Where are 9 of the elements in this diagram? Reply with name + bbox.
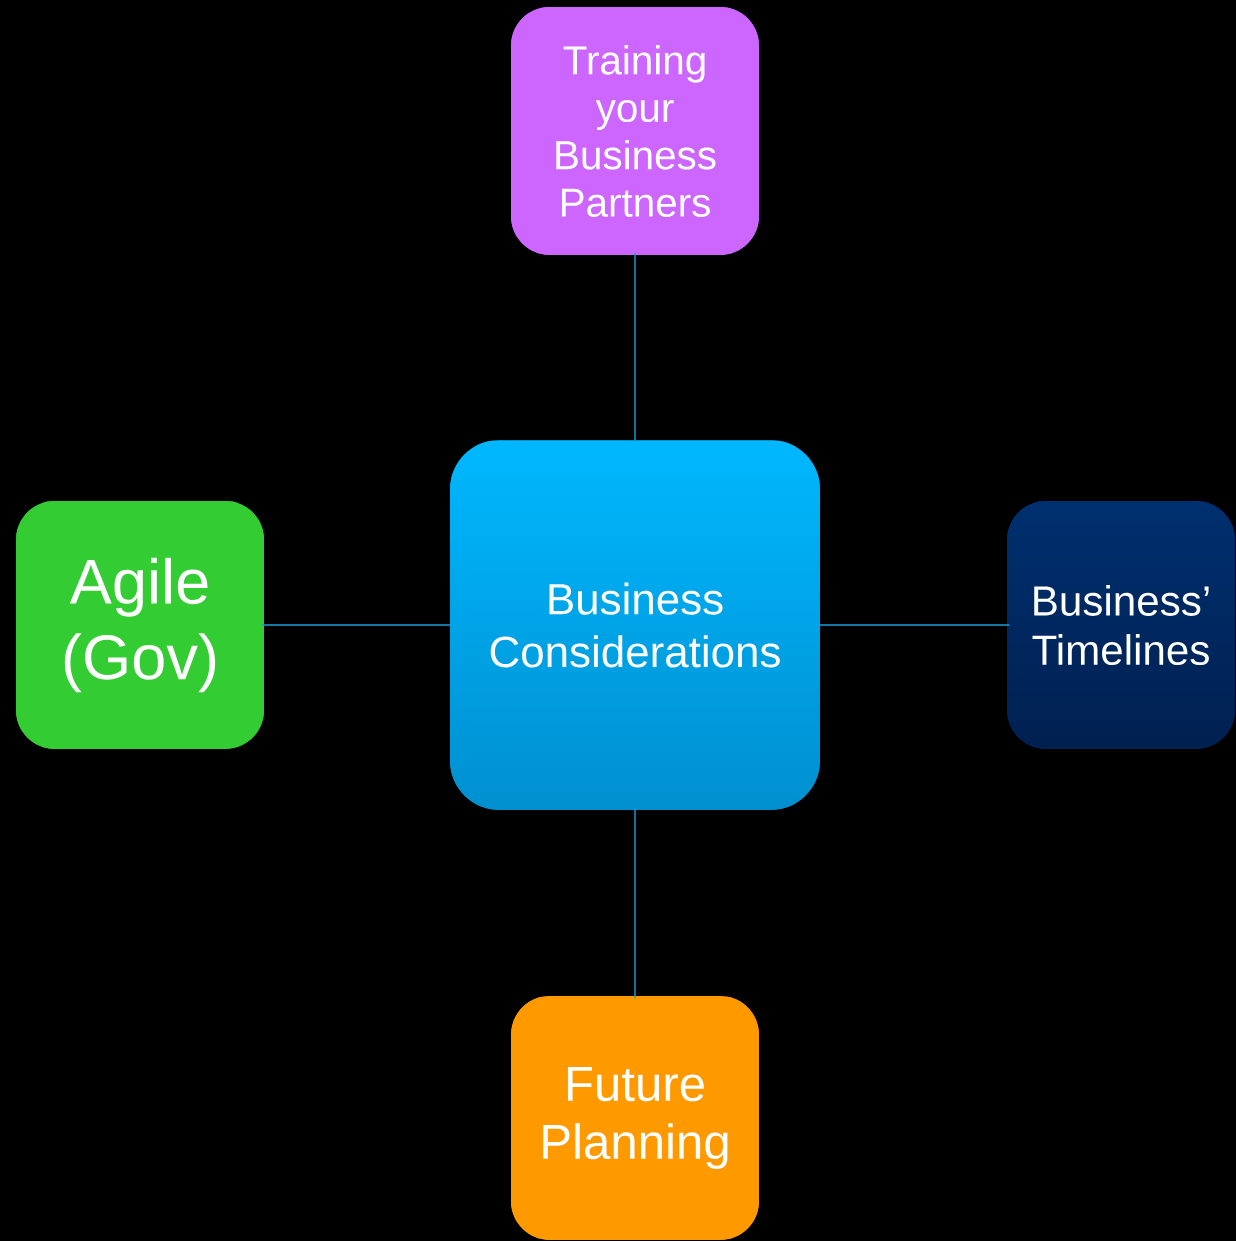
central-box: Business Considerations [450,440,820,810]
connector-line [261,624,454,626]
connector-line [634,807,636,1000]
connector-line [634,252,636,444]
process-box: Business’ Timelines [1007,501,1235,749]
process-box: Agile (Gov) [16,501,264,749]
process-box: Future Planning [511,996,759,1240]
process-box: Training your Business Partners [511,7,759,255]
connector-line [816,624,1011,626]
